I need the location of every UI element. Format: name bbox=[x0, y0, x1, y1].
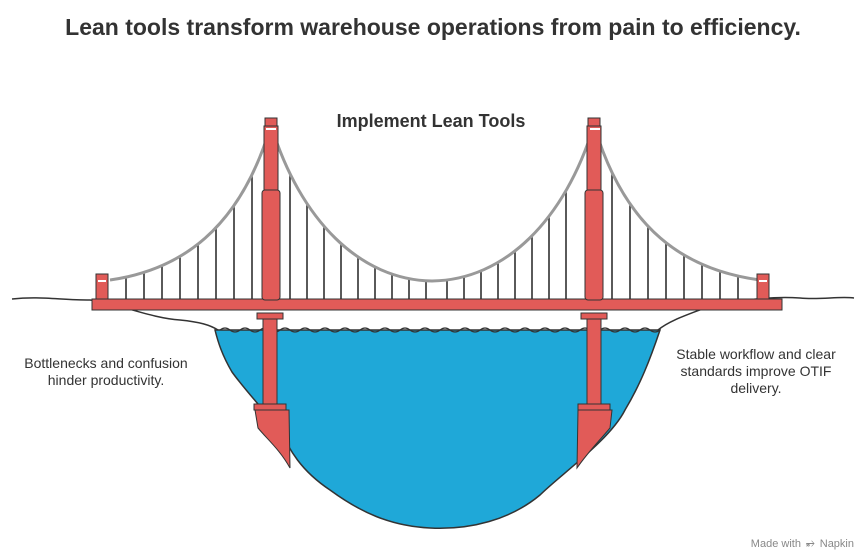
left-tower bbox=[261, 117, 281, 301]
left-tower-base bbox=[253, 312, 291, 469]
right-label: Stable workflow and clear standards impr… bbox=[676, 346, 836, 396]
diagram-title: Lean tools transform warehouse operation… bbox=[65, 14, 801, 40]
water-basin bbox=[214, 329, 662, 529]
napkin-logo-icon: ⥵ bbox=[805, 537, 815, 549]
suspender-cables bbox=[125, 172, 739, 299]
made-with-text: Made with bbox=[750, 537, 801, 550]
main-cable bbox=[592, 124, 761, 282]
right-tower-base bbox=[576, 312, 613, 470]
brand-watermark: Made with ⥵ Napkin bbox=[751, 537, 854, 550]
main-cable bbox=[269, 124, 596, 283]
brand-name: Napkin bbox=[819, 537, 854, 550]
right-tower bbox=[584, 117, 604, 301]
right-end-post bbox=[756, 273, 770, 300]
center-label: Implement Lean Tools bbox=[336, 111, 526, 131]
main-cable bbox=[109, 124, 273, 282]
left-label: Bottlenecks and confusion hinder product… bbox=[24, 355, 188, 388]
bridge-deck bbox=[91, 298, 783, 311]
left-end-post bbox=[95, 273, 109, 300]
